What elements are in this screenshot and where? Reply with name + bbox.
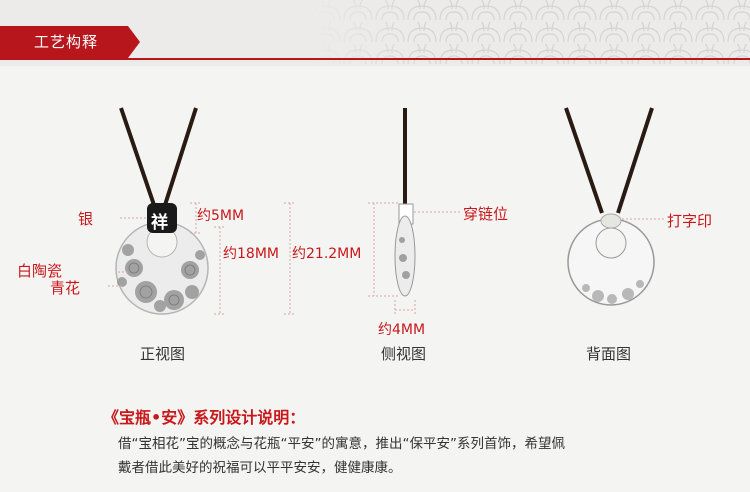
back-view-illustration xyxy=(564,107,664,306)
header-tab xyxy=(0,26,140,58)
label-white-porcelain: 白陶瓷 xyxy=(17,262,63,280)
label-blue-white: 青花 xyxy=(50,279,81,297)
front-blue-white-pattern xyxy=(117,244,205,312)
back-engraving-plate xyxy=(600,213,622,229)
front-silver-emblem xyxy=(147,203,177,233)
front-view-illustration xyxy=(108,107,296,315)
front-flower-lines xyxy=(128,262,196,306)
header-divider xyxy=(0,58,750,60)
side-view-caption: 侧视图 xyxy=(381,345,427,363)
section-header: 工艺构释 xyxy=(0,0,750,66)
dim-outer: 约21.2MM xyxy=(292,246,362,262)
header-title: 工艺构释 xyxy=(34,33,99,51)
label-engraving: 打字印 xyxy=(667,212,713,230)
back-pattern xyxy=(582,280,644,304)
description-line-1: 借“宝相花”宝的概念与花瓶“平安”的寓意，推出“保平安”系列首饰，希望佩 xyxy=(118,436,565,452)
front-cord-right xyxy=(163,107,198,206)
back-inner-hole xyxy=(595,227,627,259)
back-cord-right xyxy=(616,107,654,214)
description-line-2: 戴者借此美好的祝福可以平平安安，健健康康。 xyxy=(118,460,402,476)
description-title: 《宝瓶•安》系列设计说明： xyxy=(103,408,306,427)
back-cord-left xyxy=(564,107,604,214)
back-view-caption: 背面图 xyxy=(586,345,632,363)
label-silver: 银 xyxy=(78,210,94,228)
side-view-illustration xyxy=(368,108,460,316)
front-view-caption: 正视图 xyxy=(140,345,186,363)
cloud-pattern-decoration xyxy=(310,0,750,66)
side-pattern xyxy=(399,237,410,279)
front-emblem-char: 祥 xyxy=(151,213,168,233)
dim-inner: 约18MM xyxy=(223,246,279,262)
label-chain-hole: 穿链位 xyxy=(463,205,509,223)
dim-hole: 约5MM xyxy=(197,208,245,224)
pendant-illustrations xyxy=(108,107,664,316)
front-cord-left xyxy=(119,107,156,206)
dim-thickness: 约4MM xyxy=(378,322,426,338)
